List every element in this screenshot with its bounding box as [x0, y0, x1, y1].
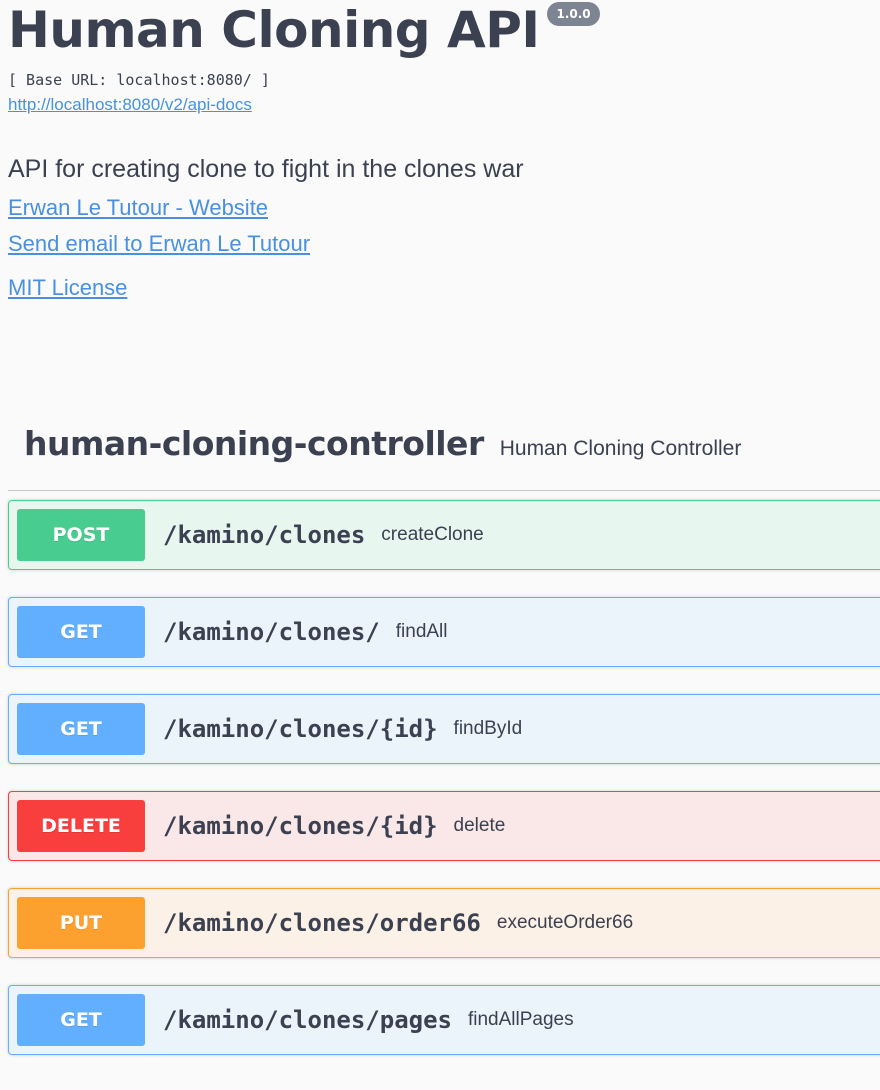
- method-badge: GET: [17, 703, 145, 755]
- method-badge: GET: [17, 606, 145, 658]
- api-docs-link[interactable]: http://localhost:8080/v2/api-docs: [8, 95, 252, 114]
- method-badge: GET: [17, 994, 145, 1046]
- method-badge: DELETE: [17, 800, 145, 852]
- operation-find-all[interactable]: GET /kamino/clones/ findAll: [8, 597, 880, 667]
- api-info: Human Cloning API 1.0.0 [ Base URL: loca…: [8, 0, 868, 302]
- operation-path: /kamino/clones/pages: [163, 1006, 452, 1034]
- operation-create-clone[interactable]: POST /kamino/clones createClone: [8, 500, 880, 570]
- operation-id: createClone: [381, 524, 484, 545]
- operation-id: findById: [453, 718, 523, 739]
- method-badge: PUT: [17, 897, 145, 949]
- license-link[interactable]: MIT License: [8, 275, 128, 300]
- operation-find-all-pages[interactable]: GET /kamino/clones/pages findAllPages: [8, 985, 880, 1055]
- operation-path: /kamino/clones/{id}: [163, 715, 438, 743]
- operation-find-by-id[interactable]: GET /kamino/clones/{id} findById: [8, 694, 880, 764]
- tag-header[interactable]: human-cloning-controller Human Cloning C…: [8, 420, 880, 491]
- tag-section: human-cloning-controller Human Cloning C…: [8, 420, 880, 1055]
- operation-id: delete: [453, 815, 506, 836]
- contact-email-link[interactable]: Send email to Erwan Le Tutour: [8, 231, 311, 256]
- version-badge: 1.0.0: [547, 2, 600, 26]
- operation-path: /kamino/clones: [163, 521, 366, 549]
- operation-path: /kamino/clones/: [163, 618, 380, 646]
- operation-path: /kamino/clones/{id}: [163, 812, 438, 840]
- method-badge: POST: [17, 509, 145, 561]
- api-title: Human Cloning API: [8, 1, 540, 59]
- operation-id: findAll: [395, 621, 448, 642]
- contact-website-link[interactable]: Erwan Le Tutour - Website: [8, 195, 269, 220]
- base-url: [ Base URL: localhost:8080/ ]: [8, 71, 270, 89]
- operation-id: executeOrder66: [496, 912, 634, 933]
- api-description: API for creating clone to fight in the c…: [8, 155, 524, 183]
- operation-path: /kamino/clones/order66: [163, 909, 481, 937]
- title-row: Human Cloning API 1.0.0: [8, 0, 868, 62]
- operation-execute-order66[interactable]: PUT /kamino/clones/order66 executeOrder6…: [8, 888, 880, 958]
- tag-description: Human Cloning Controller: [499, 437, 742, 460]
- operation-delete[interactable]: DELETE /kamino/clones/{id} delete: [8, 791, 880, 861]
- tag-name: human-cloning-controller: [24, 424, 484, 463]
- operation-id: findAllPages: [467, 1009, 574, 1030]
